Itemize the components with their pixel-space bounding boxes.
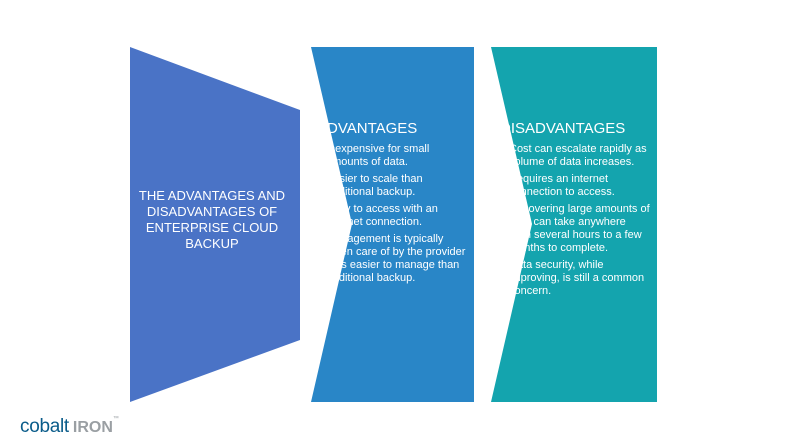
disadvantages-item: • Data security, while improving, is stil… bbox=[500, 259, 650, 298]
disadvantages-item-text: Data security, while improving, is still… bbox=[509, 259, 645, 297]
advantages-list: •Inexpensive for small amounts of data. … bbox=[317, 143, 467, 285]
disadvantages-item: • Recovering large amounts of data can ta… bbox=[500, 203, 650, 255]
bullet-icon: • bbox=[500, 143, 504, 155]
advantages-item-text: Easy to access with an internet connecti… bbox=[326, 203, 438, 228]
advantages-item-text: Management is typically taken care of by… bbox=[326, 233, 466, 284]
bullet-icon: • bbox=[317, 173, 321, 185]
title-panel-shape bbox=[130, 47, 300, 402]
disadvantages-item-text: Requires an internet connection to acces… bbox=[509, 173, 615, 198]
advantages-item-text: Easier to scale than traditional backup. bbox=[326, 173, 423, 198]
disadvantages-heading: DISADVANTAGES bbox=[500, 120, 626, 137]
advantages-panel-shape bbox=[311, 47, 474, 402]
bullet-icon: • bbox=[317, 143, 321, 155]
disadvantages-panel-shape bbox=[491, 47, 657, 402]
disadvantages-item: • Cost can escalate rapidly as volume of … bbox=[500, 143, 650, 169]
disadvantages-item: • Requires an internet connection to acce… bbox=[500, 173, 650, 199]
advantages-item: • Easy to access with an internet connect… bbox=[317, 203, 467, 229]
advantages-heading: ADVANTAGES bbox=[317, 120, 418, 137]
diagram-title: THE ADVANTAGES AND DISADVANTAGES OF ENTE… bbox=[138, 188, 286, 251]
bullet-icon: • bbox=[317, 203, 321, 215]
disadvantages-list: • Cost can escalate rapidly as volume of … bbox=[500, 143, 650, 298]
disadvantages-item-text: Cost can escalate rapidly as volume of d… bbox=[509, 143, 647, 168]
bullet-icon: • bbox=[500, 173, 504, 185]
bullet-icon: • bbox=[317, 233, 321, 245]
advantages-item: • Management is typically taken care of b… bbox=[317, 233, 467, 285]
advantages-item-text: Inexpensive for small amounts of data. bbox=[326, 143, 430, 168]
bullet-icon: • bbox=[500, 259, 504, 271]
advantages-section: ADVANTAGES • Inexpensive for small amount… bbox=[317, 120, 467, 289]
bullet-icon: • bbox=[500, 203, 504, 215]
logo-word-cobalt: cobalt bbox=[20, 416, 69, 437]
logo-word-iron: IRON bbox=[72, 419, 113, 436]
disadvantages-item-text: Recovering large amounts of data can tak… bbox=[509, 203, 650, 254]
advantages-item: • Inexpensive for small amounts of data. bbox=[317, 143, 467, 169]
advantages-item: • Easier to scale than traditional backup… bbox=[317, 173, 467, 199]
trademark-mark: ™ bbox=[112, 416, 119, 422]
disadvantages-section: DISADVANTAGES • Cost can escalate rapidly… bbox=[500, 120, 650, 302]
